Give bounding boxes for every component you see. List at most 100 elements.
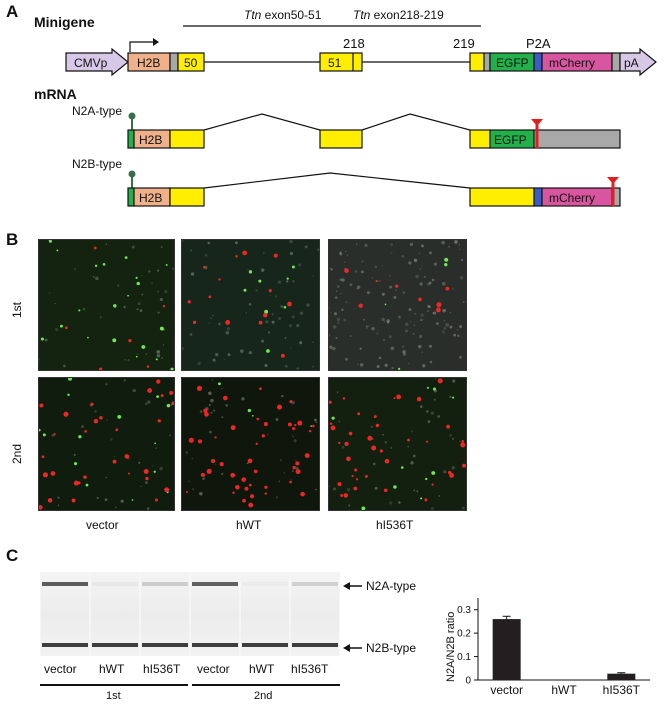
tss-arrow-icon (129, 41, 153, 52)
red-cell (344, 268, 349, 273)
cell-speck (332, 348, 334, 351)
cell-speck (459, 440, 461, 442)
green-cell (444, 257, 449, 262)
cell-speck (430, 411, 434, 415)
cell-speck (329, 334, 331, 337)
cell-speck (291, 470, 294, 473)
green-cell (248, 270, 253, 274)
red-cell (338, 441, 341, 445)
cell-speck (412, 333, 415, 335)
cell-speck (443, 470, 447, 474)
micrograph-background (39, 378, 174, 510)
red-cell (154, 498, 158, 502)
red-cell (211, 459, 216, 464)
gel-band-n2a (142, 582, 188, 586)
cell-speck (241, 397, 245, 401)
red-cell (249, 494, 255, 499)
cell-speck (271, 313, 274, 316)
cell-speck (292, 280, 295, 283)
red-cell (375, 423, 380, 428)
red-cell (431, 483, 434, 486)
red-cell (124, 454, 130, 459)
exon-range-2-gene: Ttn (353, 8, 371, 22)
red-cell (127, 472, 130, 475)
red-cell (393, 397, 396, 400)
cell-speck (73, 453, 76, 456)
cell-speck (452, 438, 454, 440)
cell-speck (137, 302, 141, 306)
micrograph-background (329, 378, 466, 510)
green-cell (159, 326, 164, 331)
cell-speck (207, 241, 211, 245)
exon-219-box (469, 52, 485, 72)
green-cell (217, 382, 221, 386)
cell-speck (449, 434, 452, 437)
red-cell (162, 304, 166, 308)
red-cell (214, 436, 217, 439)
cell-speck (448, 245, 451, 248)
cell-speck (261, 268, 265, 272)
cell-speck (391, 252, 393, 254)
cell-speck (157, 311, 160, 314)
cell-speck (423, 275, 427, 278)
cell-speck (426, 282, 431, 286)
red-cell (171, 401, 174, 405)
cell-speck (345, 300, 348, 304)
cell-speck (337, 321, 340, 324)
exon-51-box (319, 52, 363, 72)
cell-speck (383, 321, 386, 323)
gel-band-n2b (242, 643, 288, 647)
gel-lane-label-5: hWT (249, 662, 275, 676)
cell-speck (365, 326, 368, 330)
red-cell (185, 490, 189, 493)
green-cell (266, 349, 270, 353)
label-219: 219 (453, 36, 475, 51)
cell-speck (412, 454, 416, 458)
cell-speck (337, 285, 340, 288)
green-cell (331, 416, 335, 420)
cell-speck (458, 355, 462, 359)
cell-speck (407, 445, 410, 448)
cell-speck (223, 359, 225, 361)
red-cell (255, 442, 258, 446)
green-cell (67, 393, 70, 397)
gel-band-n2b (142, 643, 188, 647)
cell-speck (390, 447, 393, 449)
cell-speck (92, 275, 95, 278)
cell-speck (148, 270, 151, 273)
cell-speck (106, 419, 108, 421)
cell-speck (105, 383, 108, 386)
cell-speck (234, 241, 238, 245)
gel-band-n2a (242, 582, 288, 586)
red-cell (160, 394, 164, 398)
cell-speck (458, 244, 461, 246)
cell-speck (54, 327, 59, 332)
row-label-2nd: 2nd (10, 443, 24, 464)
panel-letter-a: A (6, 2, 19, 21)
cell-speck (341, 445, 345, 449)
cell-speck (429, 344, 432, 348)
cell-speck (432, 311, 437, 315)
cell-speck (402, 352, 407, 356)
red-cell (192, 320, 197, 325)
cell-speck (449, 395, 452, 398)
red-cell (84, 430, 87, 433)
red-cell (64, 326, 68, 330)
green-cell (127, 294, 129, 297)
cell-speck (368, 325, 370, 327)
cell-speck (138, 461, 141, 464)
cell-speck (123, 378, 127, 382)
cell-speck (445, 323, 449, 327)
pa-element (619, 47, 657, 77)
cell-speck (456, 329, 459, 331)
n2a-splice-line-2 (361, 113, 471, 131)
cell-speck (210, 411, 213, 414)
cell-speck (96, 496, 99, 500)
micrograph-1st-hwt (181, 239, 320, 371)
cell-speck (402, 291, 406, 294)
cell-speck (426, 410, 429, 413)
n2a-exon-219-box (469, 129, 491, 149)
cell-speck (146, 507, 150, 510)
cell-speck (306, 303, 310, 307)
cell-speck (160, 246, 163, 249)
